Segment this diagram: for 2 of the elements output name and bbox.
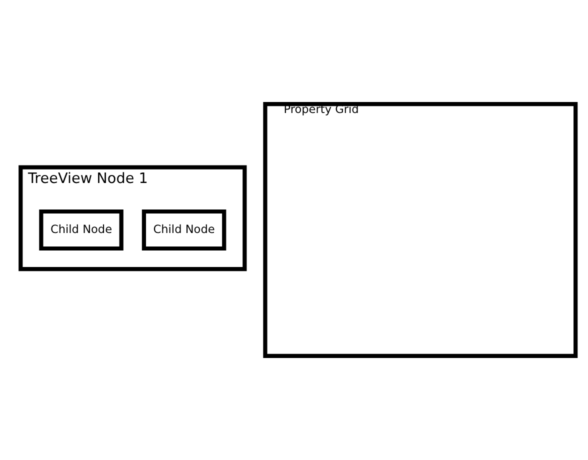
node-box: Child Node bbox=[142, 209, 226, 251]
node-box: Child Node bbox=[39, 209, 124, 251]
